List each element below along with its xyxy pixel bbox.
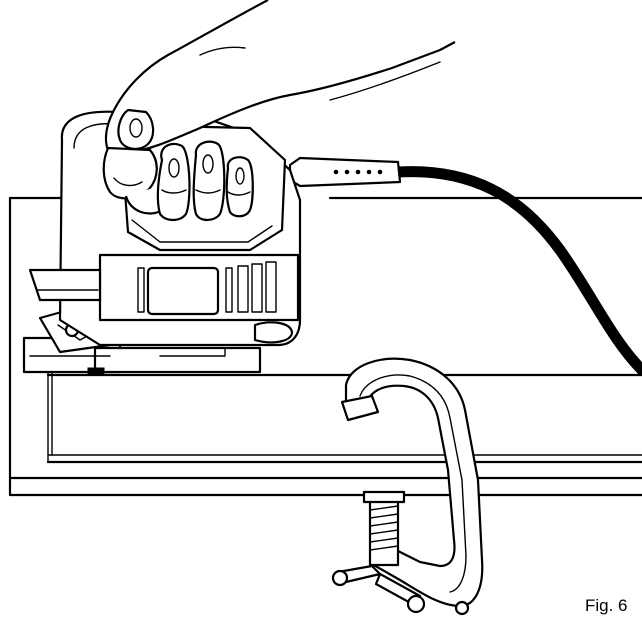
- figure-caption: Fig. 6: [585, 596, 628, 616]
- power-cord: [290, 158, 642, 370]
- c-clamp: [333, 359, 482, 614]
